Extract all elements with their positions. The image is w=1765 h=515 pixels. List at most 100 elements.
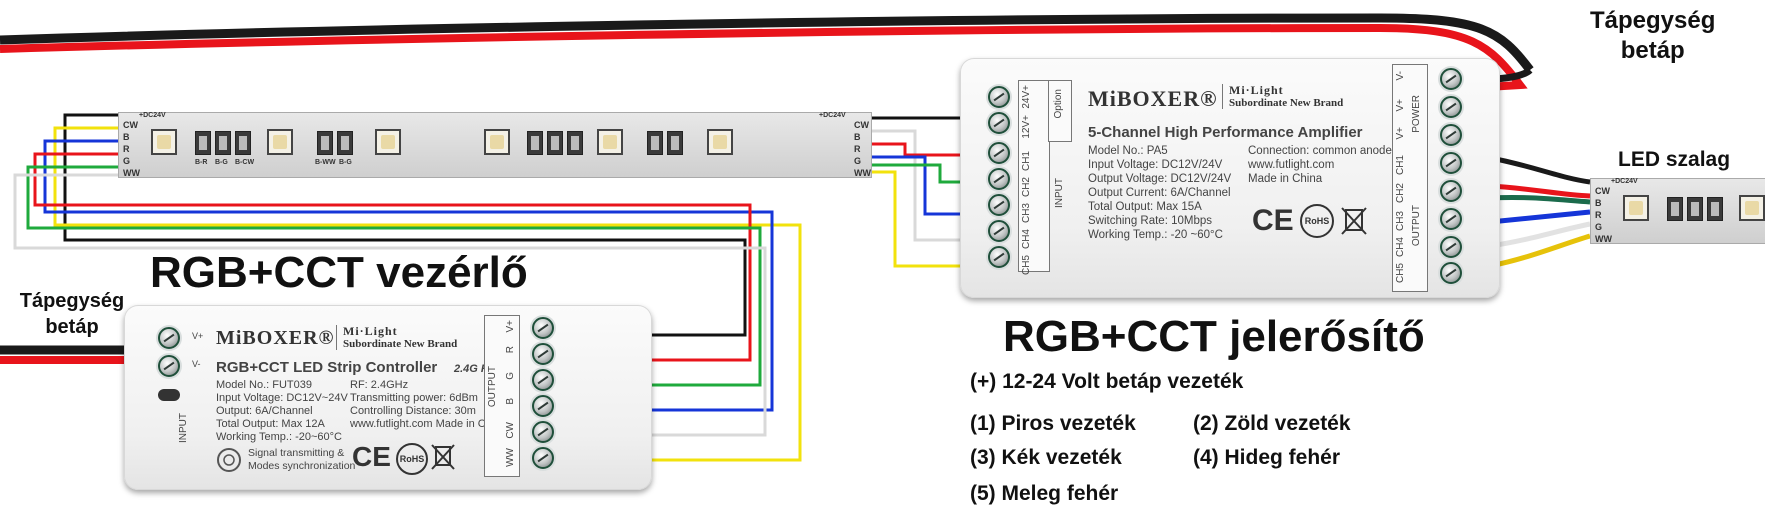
- amp-out-ch1: CH1: [1395, 155, 1406, 176]
- screw-terminal[interactable]: [158, 327, 180, 349]
- resistor: [647, 131, 663, 155]
- strip-right-pin-ww: WW: [1595, 234, 1612, 244]
- led-chip: [1623, 195, 1649, 221]
- amp-in-ch4: CH4: [1021, 229, 1032, 250]
- screw-terminal[interactable]: [988, 246, 1010, 268]
- ctrl-milight-sub: Subordinate New Brand: [343, 338, 458, 351]
- legend-item-green: (2) Zöld vezeték: [1193, 412, 1351, 435]
- amplifier-title: RGB+CCT jelerősítő: [1003, 312, 1425, 361]
- pair-button[interactable]: [158, 389, 180, 401]
- ctrl-out-vplus: V+: [505, 320, 516, 333]
- amp-brand: MiBOXER®: [1088, 86, 1218, 111]
- amp-option-label: Option: [1053, 89, 1064, 119]
- ce-mark-icon: CE: [1252, 204, 1294, 237]
- screw-terminal[interactable]: [158, 355, 180, 377]
- screw-terminal[interactable]: [1440, 152, 1462, 174]
- screw-terminal[interactable]: [532, 369, 554, 391]
- screw-terminal[interactable]: [1440, 96, 1462, 118]
- strip-pin-r-r: R: [854, 144, 861, 154]
- screw-terminal[interactable]: [532, 343, 554, 365]
- resistor: [317, 131, 333, 155]
- power-in-top-line2: betáp: [1620, 37, 1685, 64]
- out-yellow: [1489, 233, 1591, 269]
- amp-output-label: OUTPUT: [1411, 205, 1422, 247]
- screw-terminal[interactable]: [988, 86, 1010, 108]
- ctrl-spec: Transmitting power: 6dBm: [350, 392, 478, 404]
- amp-opt-24: 24V+: [1021, 85, 1032, 109]
- amp-power-label: POWER: [1411, 95, 1422, 133]
- ctrl-out-cw: CW: [505, 422, 516, 439]
- screw-terminal[interactable]: [988, 168, 1010, 190]
- screw-terminal[interactable]: [988, 142, 1010, 164]
- power-in-left-line1: Tápegység: [19, 290, 125, 312]
- screw-terminal[interactable]: [988, 220, 1010, 242]
- controller-output-box: V+ R G B CW WW OUTPUT: [484, 315, 520, 477]
- wire-yellow-left: [53, 126, 802, 462]
- cut-label: B-G: [339, 159, 352, 166]
- screw-terminal[interactable]: [1440, 236, 1462, 258]
- amp-spec: Switching Rate: 10Mbps: [1088, 215, 1213, 227]
- resistor: [337, 131, 353, 155]
- led-chip: [375, 129, 401, 155]
- ctrl-milight-name: Mi·Light: [343, 324, 398, 338]
- power-cable-red: [0, 23, 1528, 92]
- screw-terminal[interactable]: [532, 317, 554, 339]
- power-in-top-line1: Tápegység: [1590, 7, 1716, 34]
- strip-right-pin-g: G: [1595, 222, 1603, 232]
- amp-input-label: INPUT: [1054, 178, 1065, 208]
- screw-terminal[interactable]: [1440, 68, 1462, 90]
- amp-in-ch3: CH3: [1021, 203, 1032, 224]
- ctrl-out-b: B: [505, 398, 516, 405]
- amp-spec: Working Temp.: -20 ~60°C: [1088, 229, 1223, 241]
- resistor: [215, 131, 231, 155]
- resistor: [1707, 197, 1723, 221]
- cut-label: B-WW: [315, 159, 336, 166]
- strip-pin-r: R: [123, 144, 130, 154]
- amp-out-ch3: CH3: [1395, 211, 1406, 232]
- wire-blue-left: [43, 139, 774, 412]
- strip-pin-cw-r: CW: [854, 120, 869, 130]
- amplifier-input-box: 24V+ 12V+ CH1 CH2 CH3 CH4 CH5: [1018, 80, 1050, 276]
- led-strip-label: LED szalag: [1618, 148, 1731, 171]
- strip-pin-b-r: B: [854, 132, 861, 142]
- out-green: [1489, 194, 1591, 205]
- screw-terminal[interactable]: [988, 112, 1010, 134]
- legend-item-cold-white: (4) Hideg fehér: [1193, 446, 1341, 469]
- resistor: [1687, 197, 1703, 221]
- weee-bin-icon: [1341, 207, 1367, 235]
- resistor: [547, 131, 563, 155]
- ctrl-specs-left: Model No.: FUT039 Input Voltage: DC12V~2…: [216, 379, 348, 444]
- screw-terminal[interactable]: [988, 194, 1010, 216]
- amp-spec: Output Current: 6A/Channel: [1088, 187, 1231, 199]
- ctrl-signal-text: Signal transmitting & Modes synchronizat…: [248, 447, 355, 473]
- led-chip: [151, 129, 177, 155]
- led-strip-right: +DC24V CW B R G WW: [1590, 178, 1765, 244]
- amp-in-ch5: CH5: [1021, 255, 1032, 276]
- strip-voltage-left: +DC24V: [139, 112, 166, 119]
- strip-pin-cw: CW: [123, 120, 138, 130]
- ctrl-model-title: RGB+CCT LED Strip Controller: [216, 359, 438, 376]
- ctrl-spec: Input Voltage: DC12V~24V: [216, 392, 348, 404]
- wire-white-left: [13, 173, 767, 437]
- resistor: [567, 131, 583, 155]
- screw-terminal[interactable]: [1440, 180, 1462, 202]
- amp-out-ch4: CH4: [1395, 237, 1406, 258]
- ctrl-milight: Mi·Light Subordinate New Brand: [336, 324, 458, 351]
- screw-terminal[interactable]: [532, 421, 554, 443]
- resistor: [235, 131, 251, 155]
- screw-terminal[interactable]: [1440, 262, 1462, 284]
- cut-label: B-G: [215, 159, 228, 166]
- resistor: [195, 131, 211, 155]
- legend-plus: (+) 12-24 Volt betáp vezeték: [970, 370, 1244, 393]
- amp-spec: Connection: common anode: [1248, 145, 1392, 157]
- amp-specs-right: Connection: common anode www.futlight.co…: [1248, 144, 1392, 186]
- resistor: [1667, 197, 1683, 221]
- screw-terminal[interactable]: [1440, 208, 1462, 230]
- screw-terminal[interactable]: [532, 395, 554, 417]
- screw-terminal[interactable]: [532, 447, 554, 469]
- led-strip-main: +DC24V +DC24V CW B R G WW CW B R G WW: [118, 112, 872, 178]
- amp-out-ch5: CH5: [1395, 263, 1406, 284]
- wire-red-left: [33, 152, 752, 362]
- led-chip: [597, 129, 623, 155]
- screw-terminal[interactable]: [1440, 124, 1462, 146]
